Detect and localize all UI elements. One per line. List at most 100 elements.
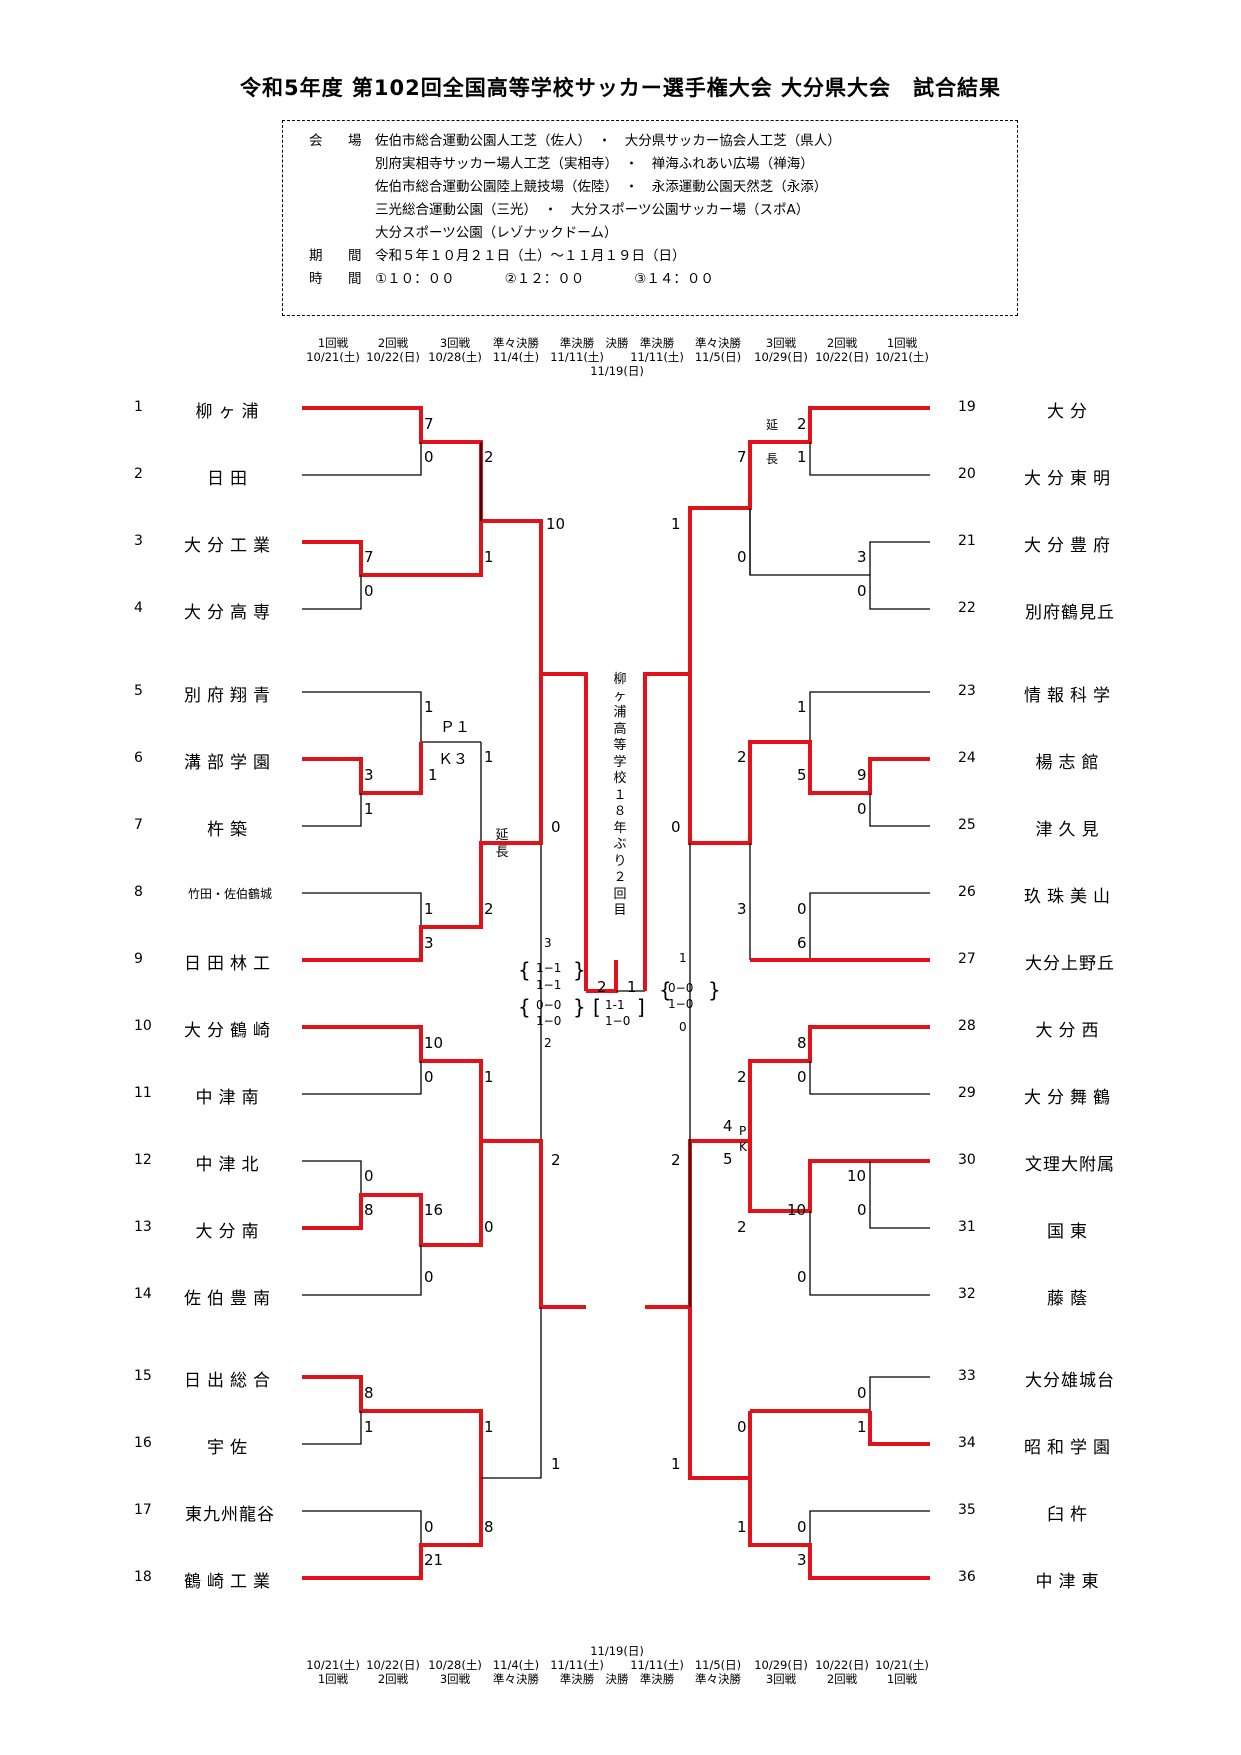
round-name: 1回戦 <box>886 336 918 350</box>
team-number: 32 <box>958 1286 976 1302</box>
score: 0 <box>364 1167 374 1185</box>
bracket-line <box>302 1160 362 1195</box>
venue-5: 大分スポーツ公園（レゾナックドーム） <box>375 225 618 241</box>
score: Ｋ３ <box>438 750 469 768</box>
round-date: 11/11(土) <box>630 1658 684 1672</box>
winner-line <box>868 1411 930 1446</box>
winner-line <box>302 674 543 962</box>
time-2: ②１２：００ <box>504 271 585 287</box>
team-name: 昭和学園 <box>1024 1438 1116 1458</box>
team-number: 12 <box>134 1152 152 1168</box>
round-name: 1回戦 <box>317 336 349 350</box>
score: 2 <box>737 1068 747 1086</box>
score: 1 <box>424 900 434 918</box>
score: 3 <box>737 900 747 918</box>
bracket-line <box>302 442 422 476</box>
team-name: 大分東明 <box>1024 469 1116 489</box>
time-1: ①１０：００ <box>375 271 455 287</box>
score: 0 <box>424 1518 434 1536</box>
venue-4: 三光総合運動公園（三光） ・ 大分スポーツ公園サッカー場（スポA） <box>375 202 810 218</box>
score: 1−0 <box>668 997 694 1011</box>
score: 0 <box>737 1418 747 1436</box>
team-number: 19 <box>958 399 976 415</box>
team-number: 8 <box>134 884 143 900</box>
score: Ｐ１ <box>440 718 471 736</box>
score: 10 <box>787 1201 807 1219</box>
round-name: 2回戦 <box>826 336 858 350</box>
round-date: 10/22(日) <box>815 350 869 364</box>
team-name: 中津東 <box>1035 1572 1105 1592</box>
round-name: 3回戦 <box>765 1672 797 1686</box>
winner-line <box>688 674 930 845</box>
score: 2 <box>797 415 807 433</box>
score: 0 <box>857 1384 867 1402</box>
team-number: 33 <box>958 1368 976 1384</box>
score: 0−0 <box>536 998 562 1012</box>
round-date: 11/4(土) <box>492 350 540 364</box>
team-number: 25 <box>958 817 976 833</box>
round-date: 10/21(土) <box>875 1658 929 1672</box>
team-number: 21 <box>958 533 976 549</box>
winner-line <box>302 521 483 577</box>
venue-2: 別府実相寺サッカー場人工芝（実相寺） ・ 禅海ふれあい広場（禅海） <box>375 156 814 172</box>
team-name: 情報科学 <box>1024 686 1116 706</box>
venue-label: 会 場 <box>309 133 368 149</box>
bracket-line <box>809 442 930 476</box>
round-name: 2回戦 <box>826 1672 858 1686</box>
bracket-line <box>302 575 362 610</box>
score: 1 <box>737 1518 747 1536</box>
score: 0 <box>737 548 747 566</box>
round-name: 決勝 <box>605 1672 629 1686</box>
bracket-line <box>809 1061 930 1095</box>
score: 長 <box>766 452 779 466</box>
team-name: 溝部学園 <box>184 753 276 773</box>
team-name: 別府鶴見丘 <box>1025 603 1115 623</box>
score: 10 <box>424 1034 444 1052</box>
team-name: 日田 <box>207 469 253 489</box>
score: 0 <box>424 448 434 466</box>
round-date: 10/28(土) <box>428 1658 482 1672</box>
round-date: 10/22(日) <box>366 350 420 364</box>
bracket-line <box>809 892 930 960</box>
bracket-line <box>481 1307 542 1479</box>
team-number: 9 <box>134 951 143 967</box>
team-number: 36 <box>958 1569 976 1585</box>
score: 0 <box>551 818 561 836</box>
bracket-line <box>869 793 930 827</box>
team-number: 7 <box>134 817 143 833</box>
team-number: 16 <box>134 1435 152 1451</box>
team-number: 31 <box>958 1219 976 1235</box>
team-number: 17 <box>134 1502 152 1518</box>
winner-line <box>302 406 588 991</box>
score: 2 <box>484 900 494 918</box>
team-number: 10 <box>134 1018 152 1034</box>
round-name: 2回戦 <box>377 336 409 350</box>
champion-text: 柳ヶ浦高等学校 １８年ぶり２回目 <box>613 672 640 918</box>
bracket-line <box>809 1510 930 1545</box>
score: 0 <box>797 900 807 918</box>
bracket-line <box>302 1510 422 1545</box>
bracket-line <box>302 793 362 827</box>
team-name: 玖珠美山 <box>1024 887 1116 907</box>
score: 0 <box>484 1218 494 1236</box>
score: 10 <box>546 515 566 533</box>
team-name: 大分雄城台 <box>1025 1371 1115 1391</box>
team-name: 東九州龍谷 <box>185 1505 275 1525</box>
score: 0 <box>424 1268 434 1286</box>
score: 7 <box>737 448 747 466</box>
score: 8 <box>797 1034 807 1052</box>
round-name: 準々決勝 <box>493 1672 539 1686</box>
round-name: 準々決勝 <box>695 336 741 350</box>
round-name: 決勝 <box>605 336 629 350</box>
score: 0 <box>797 1518 807 1536</box>
score: 1 <box>671 1455 681 1473</box>
bracket-line <box>302 1411 362 1445</box>
score: 0 <box>424 1068 434 1086</box>
round-name: 準決勝 <box>639 336 675 350</box>
period: 令和５年１０月２１日（土）～１１月１９日（日） <box>375 248 686 264</box>
team-number: 4 <box>134 600 143 616</box>
team-number: 20 <box>958 466 976 482</box>
round-date: 10/22(日) <box>815 1658 869 1672</box>
winner-line <box>302 742 423 795</box>
bracket-line <box>749 508 930 576</box>
